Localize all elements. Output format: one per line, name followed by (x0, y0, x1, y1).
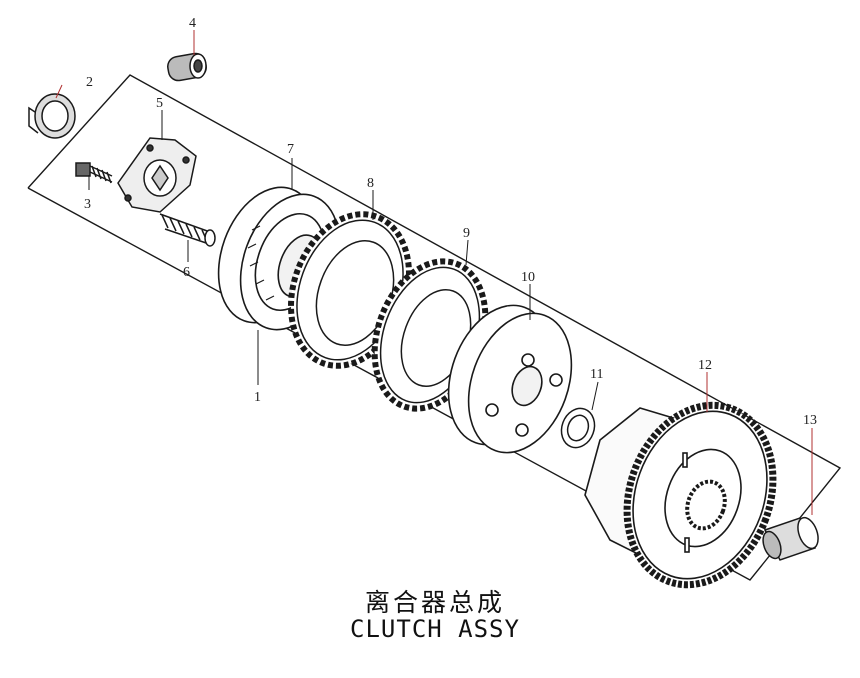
diagram-title-english: CLUTCH ASSY (350, 615, 520, 643)
callout-3: 3 (84, 197, 91, 212)
callout-10: 10 (521, 270, 535, 285)
part-10-clutch-center (447, 304, 573, 454)
callout-7: 7 (287, 142, 294, 157)
part-11-washer (560, 407, 596, 449)
callout-12: 12 (698, 358, 712, 373)
callout-1: 1 (254, 390, 261, 405)
part-5-lifter-plate (117, 137, 197, 213)
callout-5: 5 (156, 96, 163, 111)
part-3-bolt (75, 162, 113, 184)
part-13-bushing (762, 516, 819, 561)
callout-4: 4 (189, 16, 196, 31)
callout-11: 11 (590, 367, 603, 382)
callout-6: 6 (183, 265, 190, 280)
callout-13: 13 (803, 413, 817, 428)
callout-2: 2 (86, 75, 93, 90)
part-12-clutch-housing (584, 401, 777, 589)
callout-9: 9 (463, 226, 470, 241)
part-2-seal (28, 93, 76, 139)
part-6-spring (159, 213, 216, 247)
leader-lines (55, 30, 813, 515)
diagram-title-chinese: 离合器总成 (364, 588, 505, 617)
callout-8: 8 (367, 176, 374, 191)
part-4-bearing (167, 52, 207, 82)
callout-labels: 2 3 4 5 6 7 8 9 10 11 12 13 1 (84, 16, 817, 428)
